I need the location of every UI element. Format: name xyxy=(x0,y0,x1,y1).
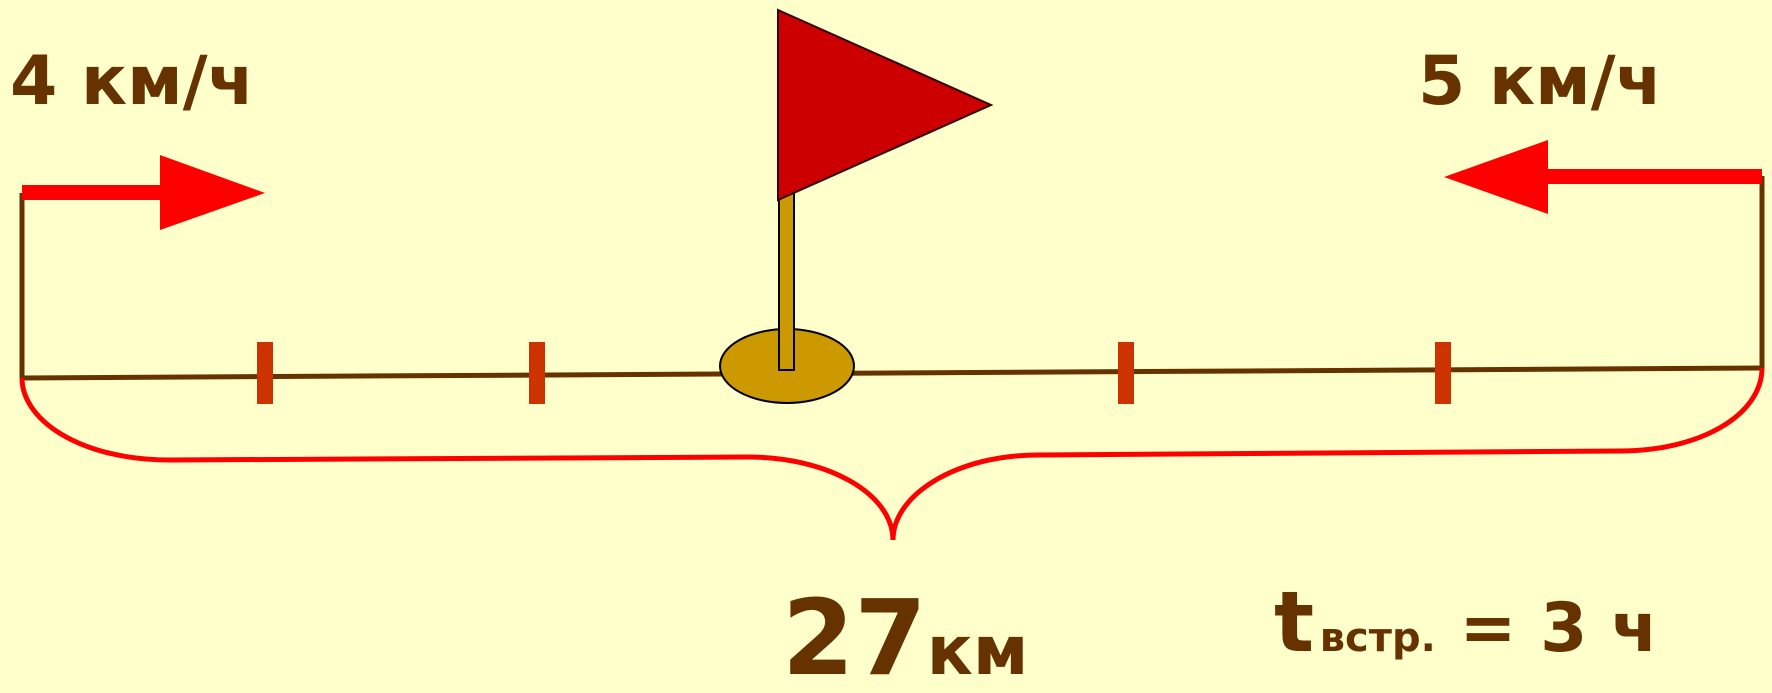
left-arrow-icon xyxy=(1444,140,1762,214)
distance-brace xyxy=(19,367,1765,541)
right-speed-label: 5 км/ч xyxy=(1418,42,1663,121)
flag-cloth xyxy=(777,8,994,202)
meeting-time-label: t встр. = 3 ч xyxy=(1274,580,1658,664)
time-value: = 3 ч xyxy=(1435,589,1658,668)
time-subscript: встр. xyxy=(1319,615,1436,661)
road-tick xyxy=(529,342,545,404)
left-speed-label: 4 км/ч xyxy=(10,42,255,121)
flag-icon xyxy=(719,8,994,404)
distance-unit: км xyxy=(926,612,1029,691)
time-symbol: t xyxy=(1274,573,1315,671)
right-arrow-icon xyxy=(22,155,265,230)
distance-value: 27 xyxy=(782,577,927,693)
distance-label: 27км xyxy=(782,586,1028,690)
road-tick xyxy=(1435,342,1451,404)
road-tick xyxy=(1118,342,1134,404)
road-tick xyxy=(257,342,273,404)
road-line xyxy=(21,365,1763,381)
